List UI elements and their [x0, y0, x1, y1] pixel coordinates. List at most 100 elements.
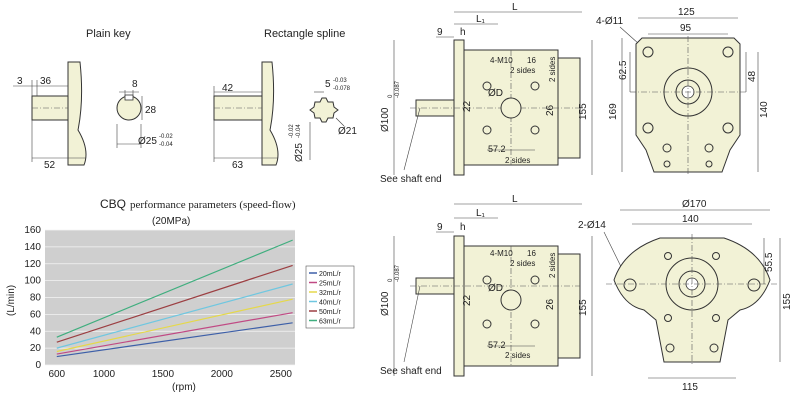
rect-spline-flange: [261, 61, 279, 166]
top-side-pilot-tol-up: 0: [388, 94, 394, 98]
chart-y-tick-label: 100: [24, 276, 41, 287]
top-side-L: L: [512, 2, 518, 13]
chart-legend-entries: 20mL/r 25mL/r 32mL/r 40mL/r 50mL/r 63mL/r: [309, 271, 341, 326]
chart-y-tick-label: 20: [30, 343, 42, 354]
bottom-side-depth: 16: [527, 249, 536, 258]
top-front-62: 62.5: [618, 60, 629, 80]
chart-series-line: [56, 283, 293, 349]
plain-key-dim-8: 8: [132, 79, 138, 90]
bottom-side-sides3: 2 sides: [505, 351, 530, 360]
pump-side-view-top: L L₁ 9 h 4-M10 16 2 sides 2 sides ØD 22 …: [380, 2, 593, 185]
chart-x-tick-label: 1000: [93, 369, 116, 380]
chart-x-tick-label: 1500: [152, 369, 175, 380]
bottom-side-pilot-tol-low: -0.087: [395, 264, 401, 282]
plain-key-dim-28: 28: [145, 105, 157, 116]
top-side-port: ØD: [488, 88, 503, 99]
rect-spline-dia-tol-low: -0.04: [296, 124, 302, 138]
chart-y-tick-label: 0: [35, 360, 41, 371]
top-side-22: 22: [462, 100, 473, 112]
top-side-height: 155: [578, 103, 589, 120]
chart-series-line: [56, 322, 293, 358]
rect-spline-dim-63: 63: [232, 160, 244, 171]
plain-key-dim-3: 3: [17, 76, 23, 87]
chart-legend-label: 20mL/r: [319, 271, 341, 278]
chart-y-ticks: 0 20 40 60 80 100 120 140 160: [24, 225, 41, 371]
rect-spline-key-tol-up: -0.03: [333, 78, 347, 84]
bottom-front-holes: 2-Ø14: [578, 220, 606, 231]
top-front-95: 95: [680, 23, 692, 34]
top-side-26: 26: [545, 104, 556, 116]
chart-x-tick-label: 2000: [211, 369, 234, 380]
chart-series-line: [56, 312, 293, 355]
bottom-front-140: 140: [682, 214, 699, 225]
top-side-sides2: 2 sides: [548, 57, 557, 82]
top-side-depth: 16: [527, 56, 536, 65]
chart-series-line: [56, 298, 293, 353]
top-front-140: 140: [759, 101, 770, 118]
bottom-side-note: See shaft end: [380, 366, 442, 377]
chart-legend-label: 32mL/r: [319, 290, 341, 297]
chart-title-rest: performance parameters (speed-flow): [130, 199, 296, 211]
bottom-side-L: L: [512, 194, 518, 205]
plain-key-dia-tol-low: -0.04: [159, 142, 173, 148]
chart-subtitle: (20MPa): [152, 216, 190, 227]
top-side-sides3: 2 sides: [505, 156, 530, 165]
chart-y-tick-label: 60: [30, 309, 42, 320]
chart-x-tick-label: 2500: [270, 369, 293, 380]
chart-title: CBQ performance parameters (speed-flow): [100, 197, 296, 211]
chart-series-line: [56, 239, 293, 338]
rect-spline-dia: Ø25: [294, 143, 305, 162]
bottom-front-dia: Ø170: [682, 199, 707, 210]
rect-spline-dim-42: 42: [222, 83, 234, 94]
top-front-48: 48: [747, 70, 758, 82]
chart-grid: [45, 229, 295, 366]
bottom-side-57: 57.2: [488, 340, 506, 350]
plain-key-shaft-end: Plain key 3 36 52 8 28 Ø25 -0.02 -0.04: [13, 28, 173, 171]
bottom-side-sides2: 2 sides: [548, 253, 557, 278]
bottom-side-height: 155: [578, 299, 589, 316]
bottom-side-port: ØD: [488, 283, 503, 294]
bottom-side-L1: L₁: [476, 208, 486, 219]
chart-legend-label: 25mL/r: [319, 281, 341, 288]
chart-x-tick-label: 600: [48, 369, 65, 380]
top-side-L1: L₁: [476, 14, 486, 25]
pump-side-view-bottom: L L₁ 9 h 4-M10 16 2 sides 2 sides ØD 22 …: [380, 194, 593, 377]
chart-y-label: (L/min): [6, 285, 17, 316]
rect-spline-shaft-end: Rectangle spline 42 63 5 -0.03 -0.078 Ø2…: [213, 28, 357, 171]
chart-title-model: CBQ: [100, 197, 126, 211]
chart-y-tick-label: 160: [24, 225, 41, 236]
plain-key-dia: Ø25: [138, 136, 157, 147]
chart-y-tick-label: 40: [30, 326, 42, 337]
rect-spline-title: Rectangle spline: [264, 28, 345, 40]
chart-y-tick-label: 140: [24, 242, 41, 253]
bottom-side-h: h: [460, 222, 466, 233]
chart-x-label: (rpm): [172, 382, 196, 393]
bottom-front-55: 55.5: [764, 252, 775, 272]
bottom-side-thread: 4-M10: [490, 249, 513, 258]
chart-legend-label: 63mL/r: [319, 319, 341, 326]
plain-key-dim-36: 36: [40, 76, 52, 87]
pump-front-view-bottom: Ø170 140 2-Ø14 55.5 155 115: [578, 199, 793, 393]
top-side-h: h: [460, 27, 466, 38]
chart-x-ticks: 600 1000 1500 2000 2500: [48, 369, 292, 380]
plain-key-dia-tol-up: -0.02: [159, 134, 173, 140]
bottom-side-sides1: 2 sides: [510, 259, 535, 268]
plain-key-flange: [67, 61, 87, 166]
chart-series: [56, 239, 293, 358]
bottom-side-end-cover: [557, 253, 581, 359]
bottom-side-22: 22: [462, 294, 473, 306]
top-side-note: See shaft end: [380, 174, 442, 185]
rect-spline-key-w: 5: [325, 79, 331, 90]
plain-key-title: Plain key: [86, 28, 131, 40]
top-side-pilot: Ø100: [380, 107, 391, 132]
top-side-pilot-tol-low: -0.087: [395, 80, 401, 98]
bottom-side-pilot: Ø100: [380, 291, 391, 316]
rect-spline-section: [309, 97, 339, 123]
chart-y-tick-label: 120: [24, 259, 41, 270]
chart-legend-label: 40mL/r: [319, 300, 341, 307]
top-front-125: 125: [678, 7, 695, 18]
chart-y-tick-label: 80: [30, 293, 42, 304]
top-front-169: 169: [608, 103, 619, 120]
chart-legend-label: 50mL/r: [319, 309, 341, 316]
